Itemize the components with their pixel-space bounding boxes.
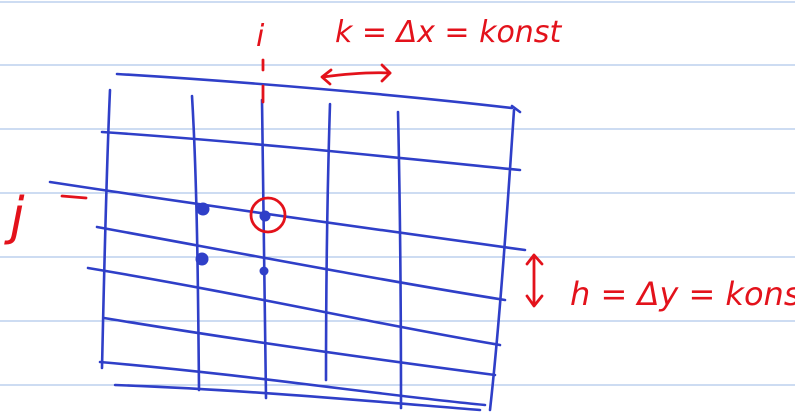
- grid-line-horizontal: [100, 130, 522, 172]
- j-marker-dash: [60, 194, 88, 200]
- k-arrow-right-head: [380, 63, 392, 83]
- grid-nodes: [195, 202, 271, 276]
- h-arrow-bottom-head: [525, 294, 544, 308]
- grid-node-ij: [259, 210, 271, 222]
- k-arrow-shaft: [321, 71, 392, 79]
- grid-line-vertical: [488, 108, 516, 412]
- grid-line-horizontal: [98, 360, 487, 407]
- grid-node: [259, 266, 269, 276]
- grid-line-vertical: [324, 102, 332, 382]
- grid-line-vertical: [260, 98, 268, 400]
- grid-line-vertical: [396, 110, 403, 410]
- annotations: [60, 58, 544, 308]
- grid-line-horizontal: [113, 383, 482, 412]
- grid-node: [196, 202, 210, 216]
- grid-corner-tick: [510, 104, 522, 114]
- h-formula-label: h = Δy = konst: [570, 275, 795, 313]
- i-index-label: i: [256, 19, 265, 54]
- grid-line-horizontal: [48, 180, 527, 252]
- k-arrow-left-head: [320, 68, 333, 86]
- k-formula-label: k = Δx = konst: [335, 15, 562, 50]
- computational-grid: [48, 72, 527, 412]
- grid-line-vertical: [100, 88, 112, 370]
- grid-node: [195, 252, 209, 266]
- j-index-label: j: [4, 187, 25, 247]
- highlight-circle: [249, 196, 287, 234]
- grid-line-horizontal: [115, 72, 514, 110]
- grid-line-vertical: [190, 94, 201, 392]
- grid-line-horizontal: [86, 266, 502, 347]
- grid-line-horizontal: [95, 225, 507, 302]
- grid-line-horizontal: [102, 316, 497, 377]
- h-arrow-top-head: [525, 253, 544, 266]
